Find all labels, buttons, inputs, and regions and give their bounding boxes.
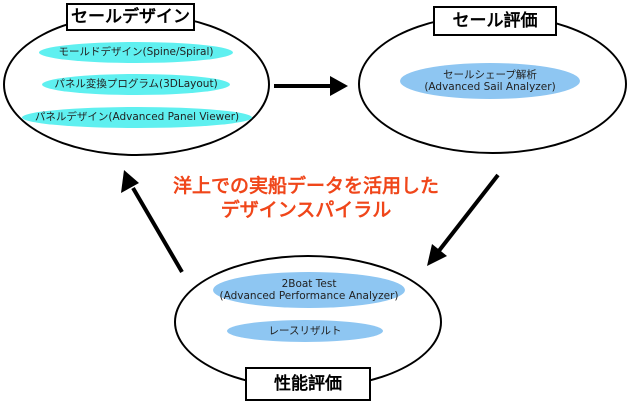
race-result-pill: レースリザルト [227, 320, 383, 342]
sail-shape-analysis-pill: セールシェープ解析 (Advanced Sail Analyzer) [400, 63, 580, 99]
sail-design-title: セールデザイン [66, 3, 195, 31]
two-boat-test-tool: (Advanced Performance Analyzer) [219, 290, 399, 302]
panel-design-label: パネルデザイン(Advanced Panel Viewer) [34, 111, 240, 124]
design-spiral-caption: 洋上での実船データを活用した デザインスパイラル [153, 175, 459, 223]
mold-design-label: モールドデザイン(Spine/Spiral) [58, 46, 214, 59]
arrow-design-to-evaluation [274, 76, 348, 96]
panel-conversion-pill: パネル変換プログラム(3DLayout) [42, 74, 230, 95]
sail-shape-analysis-label: セールシェープ解析 [443, 68, 537, 81]
arrow-evaluation-to-performance [427, 173, 500, 266]
sail-shape-analysis-tool: (Advanced Sail Analyzer) [424, 81, 556, 93]
panel-design-pill: パネルデザイン(Advanced Panel Viewer) [22, 107, 252, 128]
caption-line-1: 洋上での実船データを活用した [172, 175, 439, 197]
two-boat-test-pill: 2Boat Test (Advanced Performance Analyze… [213, 272, 405, 308]
performance-evaluation-title: 性能評価 [245, 367, 371, 401]
race-result-label: レースリザルト [268, 324, 342, 337]
caption-line-2: デザインスパイラル [220, 198, 392, 221]
arrow-performance-to-design [121, 170, 184, 274]
panel-conversion-label: パネル変換プログラム(3DLayout) [54, 78, 218, 91]
two-boat-test-label: 2Boat Test [281, 277, 337, 290]
mold-design-pill: モールドデザイン(Spine/Spiral) [39, 42, 233, 63]
sail-evaluation-title: セール評価 [433, 6, 557, 36]
